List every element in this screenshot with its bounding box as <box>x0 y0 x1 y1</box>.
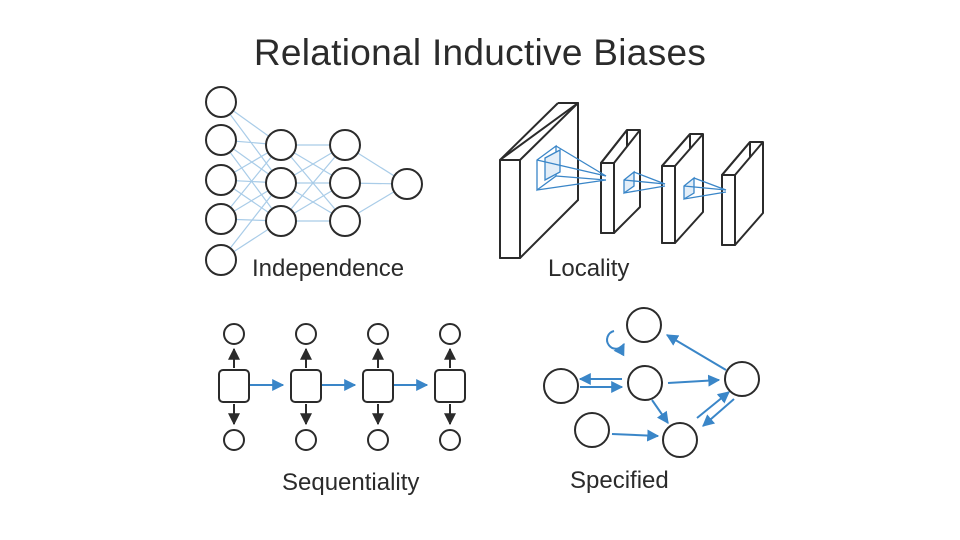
node <box>205 86 237 118</box>
sequentiality-rnn <box>218 323 466 451</box>
rnn-cell <box>362 369 394 403</box>
independence-nodes <box>205 86 423 276</box>
node <box>329 205 361 237</box>
graph-edges <box>578 330 735 442</box>
specified-graph <box>543 307 760 458</box>
node <box>265 167 297 199</box>
input-node <box>439 429 461 451</box>
graph-node <box>662 422 698 458</box>
graph-node <box>626 307 662 343</box>
node <box>205 164 237 196</box>
io-arrows <box>228 347 456 426</box>
conv-layer <box>499 102 579 259</box>
locality-conv-stack <box>499 102 764 259</box>
node <box>205 124 237 156</box>
input-node <box>367 429 389 451</box>
rnn-cells <box>218 369 466 403</box>
input-node <box>223 429 245 451</box>
conv-layer <box>661 133 704 244</box>
node <box>391 168 423 200</box>
rnn-cell <box>434 369 466 403</box>
rnn-cell <box>218 369 250 403</box>
node <box>205 244 237 276</box>
output-node <box>439 323 461 345</box>
output-node <box>367 323 389 345</box>
independence-edges <box>220 101 408 261</box>
node <box>329 129 361 161</box>
output-node <box>295 323 317 345</box>
graph-node <box>724 361 760 397</box>
sequentiality-label: Sequentiality <box>282 469 420 496</box>
node <box>265 205 297 237</box>
input-node <box>295 429 317 451</box>
graph-node <box>543 368 579 404</box>
output-node <box>223 323 245 345</box>
locality-receptive-fields <box>536 144 727 201</box>
conv-layer <box>721 141 764 246</box>
specified-label: Specified <box>570 467 669 494</box>
locality-label: Locality <box>548 255 630 282</box>
independence-label: Independence <box>252 255 405 282</box>
rnn-cell <box>290 369 322 403</box>
node <box>265 129 297 161</box>
slide-title: Relational Inductive Biases <box>253 32 707 73</box>
graph-node <box>627 365 663 401</box>
graph-node <box>574 412 610 448</box>
rnn-io-nodes <box>223 323 461 451</box>
graph-nodes <box>543 307 760 458</box>
independence-network <box>205 86 423 276</box>
node <box>329 167 361 199</box>
node <box>205 203 237 235</box>
